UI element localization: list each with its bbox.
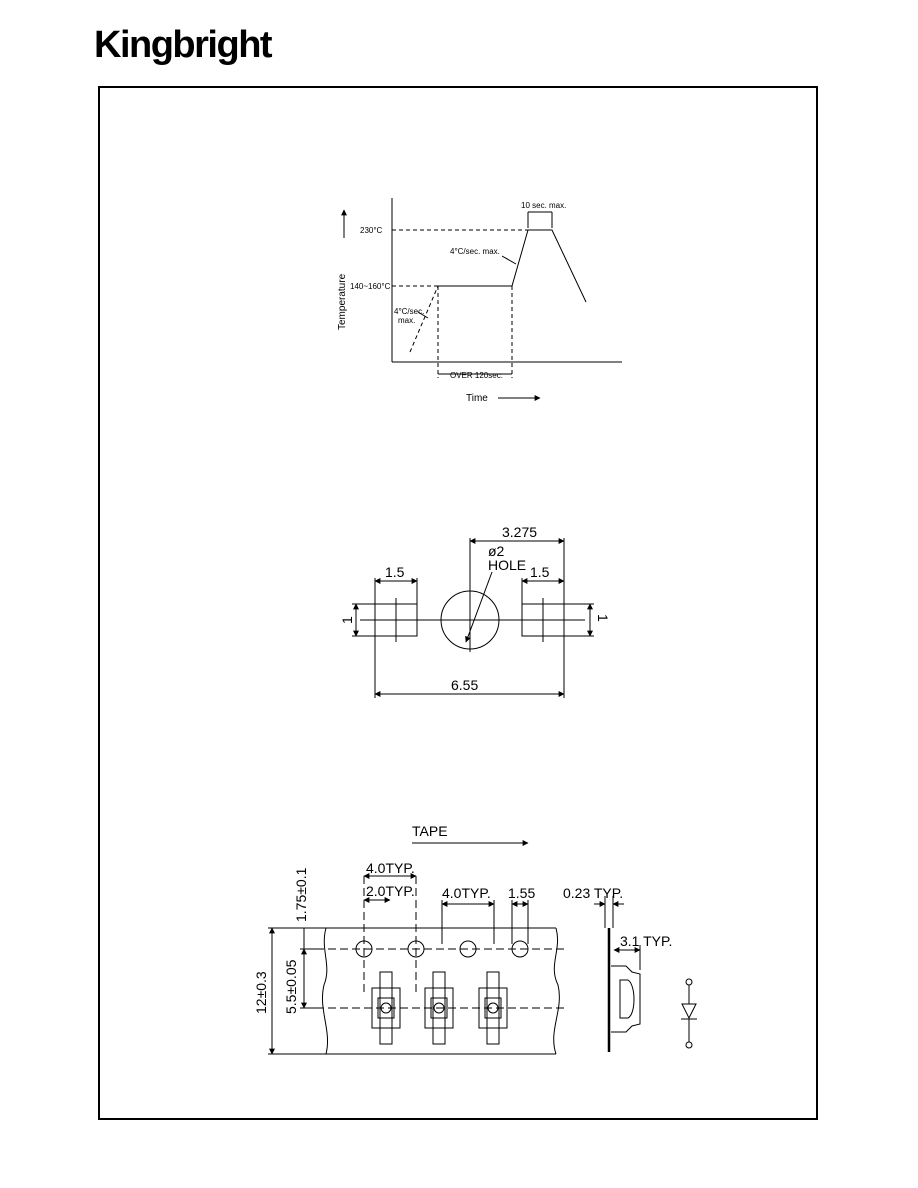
left-pad-height-label: 1 <box>339 616 355 624</box>
hole-leader <box>465 571 493 643</box>
pocket-pitch-label: 4.0TYP. <box>366 860 415 876</box>
initial-ramp-leader <box>417 311 429 319</box>
hole-label: HOLE <box>488 557 526 573</box>
preheat-time-label: OVER 120sec. <box>450 371 503 380</box>
hole-to-pocket-center-label: 5.5±0.05 <box>283 959 299 1014</box>
preheat-temp-label: 140~160°C <box>350 282 391 291</box>
initial-ramp-label-line1: 4°C/sec. <box>394 307 424 316</box>
hole-to-pocket-label: 2.0TYP. <box>366 883 415 899</box>
sprocket-pitch-label: 4.0TYP. <box>442 885 491 901</box>
time-label: Time <box>466 393 488 404</box>
profile-curve <box>438 229 587 303</box>
hole-diameter-label: ø2 <box>488 543 505 559</box>
tape-break-right <box>553 927 560 1055</box>
tape-direction-label: TAPE <box>412 823 448 839</box>
diode-symbol <box>681 978 697 1049</box>
tape-break-left <box>322 927 328 1055</box>
sprocket-hole-3 <box>459 940 477 958</box>
pocket-depth-label: 3.1 TYP. <box>620 933 672 949</box>
pitch-label: 3.275 <box>502 524 537 540</box>
initial-ramp-line <box>409 285 439 353</box>
temperature-label: Temperature <box>337 273 348 330</box>
tape-width-label: 12±0.3 <box>253 971 269 1014</box>
tape-diagram <box>268 840 697 1055</box>
right-pad-width-label: 1.5 <box>530 564 550 580</box>
pocket-1 <box>371 971 401 1045</box>
sprocket-hole-4 <box>511 940 529 958</box>
pocket-3 <box>478 971 508 1045</box>
pocket-2 <box>424 971 454 1045</box>
ramp-leader <box>501 255 517 265</box>
left-pad-width-label: 1.5 <box>385 564 405 580</box>
ramp-up-label: 4°C/sec. max. <box>450 247 500 256</box>
reflow-profile-diagram <box>341 198 622 401</box>
sprocket-diameter-label: 1.55 <box>508 885 535 901</box>
peak-time-label: 10 sec. max. <box>521 201 566 210</box>
pad-layout-diagram <box>352 538 594 698</box>
kingbright-logo: Kingbright <box>94 24 273 66</box>
peak-temp-label: 230°C <box>360 226 383 235</box>
overall-width-label: 6.55 <box>451 677 478 693</box>
right-pad-height-label: 1 <box>595 614 611 622</box>
drawing-frame <box>98 86 818 1120</box>
led-side-profile <box>619 979 635 1019</box>
tape-thickness-label: 0.23 TYP. <box>563 885 623 901</box>
edge-to-hole-label: 1.75±0.1 <box>293 867 309 922</box>
initial-ramp-label-line2: max. <box>398 316 415 325</box>
pocket-side-profile <box>611 965 641 1033</box>
